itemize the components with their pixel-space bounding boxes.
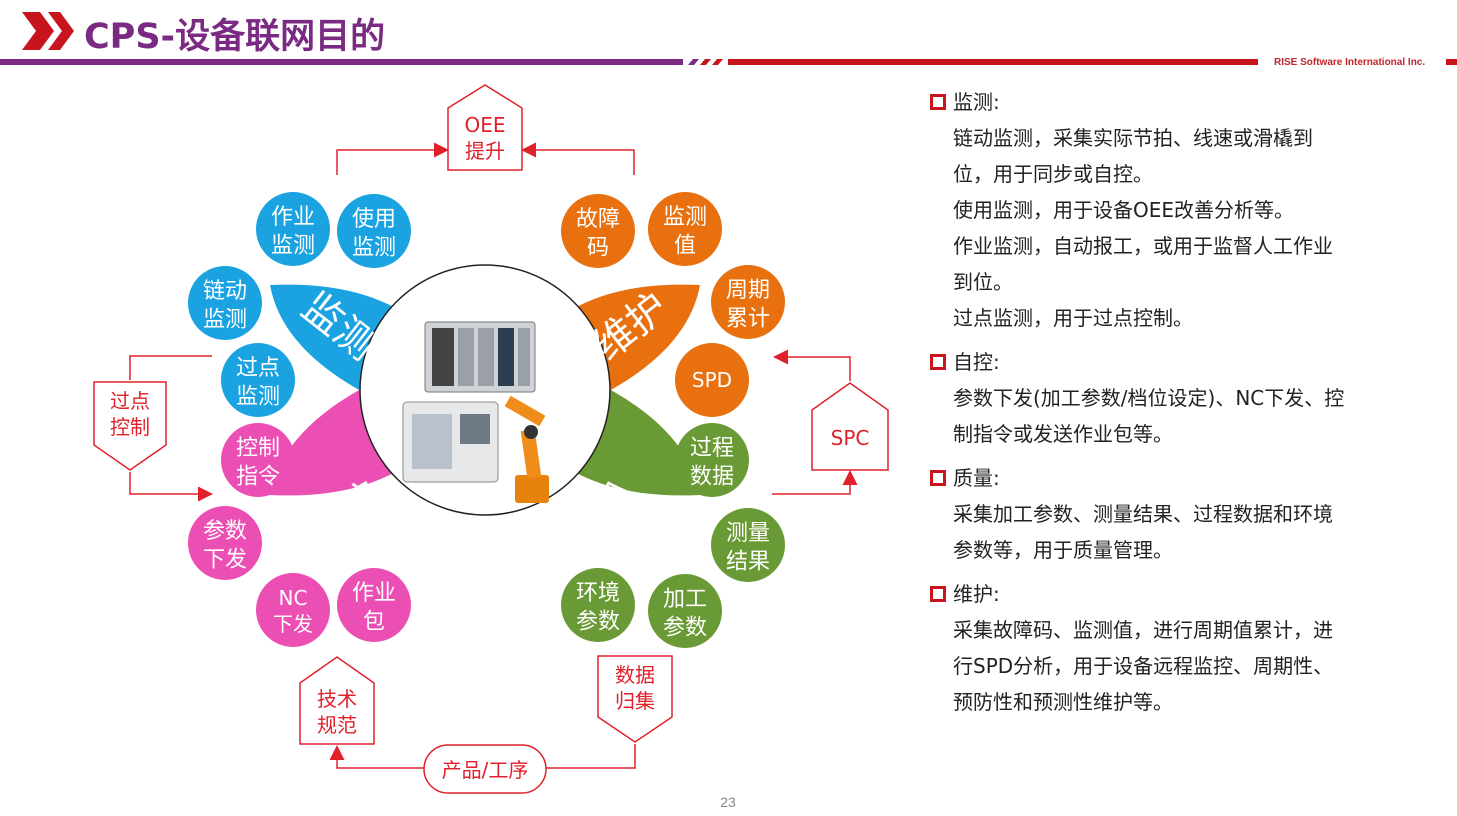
company-name: RISE Software International Inc.: [1274, 57, 1426, 68]
callout-tech: 技术规范: [317, 687, 357, 737]
callout-spc-shape: [811, 382, 889, 471]
arrow-oee-left: [336, 142, 449, 175]
bubble-checkpoint-monitor: [221, 343, 295, 417]
bubble-measure-result: [711, 508, 785, 582]
double-chevron-icon: [22, 12, 74, 50]
bubble-cycle-accum: [711, 265, 785, 339]
bubble-text: 故障码: [576, 207, 620, 261]
header-underline-red: [728, 59, 1258, 65]
header-underline-purple: [0, 59, 683, 65]
callout-tech-shape: [299, 656, 375, 745]
bubble-spd: [675, 343, 749, 417]
square-bullet-icon: [930, 354, 946, 370]
bubble-text: 周期累计: [726, 278, 770, 332]
bubble-nc-download: [256, 573, 330, 647]
section-line: 作业监测，自动报工，或用于监督人工作业到位。: [953, 234, 1333, 294]
bubble-text: 作业监测: [271, 205, 315, 259]
bubble-process-data: [675, 423, 749, 497]
description-panel: 监测: 链动监测，采集实际节拍、线速或滑橇到位，用于同步或自控。 使用监测，用于…: [928, 84, 1348, 728]
square-bullet-icon: [930, 470, 946, 486]
header-end-mark: [1446, 59, 1457, 65]
callout-checkpoint: 过点控制: [110, 389, 150, 439]
plc-cabinet-image: [424, 321, 536, 393]
arrow-checkpoint-in: [129, 355, 212, 380]
bubble-process-param: [648, 574, 722, 648]
bubble-text: 参数下发: [203, 519, 247, 573]
section-title: 质量:: [953, 466, 1000, 490]
bubble-text: 控制指令: [236, 436, 280, 490]
section-line: 链动监测，采集实际节拍、线速或滑橇到位，用于同步或自控。: [953, 126, 1313, 186]
page-title: CPS-设备联网目的: [84, 17, 386, 57]
cnc-machine-image: [402, 401, 499, 483]
bubble-text: 过点监测: [236, 356, 280, 410]
arrow-tech: [329, 745, 426, 769]
arrow-checkpoint-out: [129, 472, 213, 502]
arrow-data: [546, 744, 636, 769]
header-bar: [0, 12, 1457, 65]
callout-product: 产品/工序: [442, 758, 529, 782]
callout-product-shape: [423, 744, 547, 794]
section-line: 使用监测，用于设备OEE改善分析等。: [953, 198, 1295, 222]
bubble-chain-monitor: [188, 266, 262, 340]
section-maintain: 维护: 采集故障码、监测值，进行周期值累计，进行SPD分析，用于设备远程监控、周…: [928, 576, 1348, 720]
arrow-oee-right: [521, 142, 635, 175]
section-line: 采集故障码、监测值，进行周期值累计，进行SPD分析，用于设备远程监控、周期性、预…: [953, 618, 1334, 714]
bubble-text: 环境参数: [576, 581, 620, 635]
robot-arm-image: [504, 395, 549, 503]
callout-spc: SPC: [831, 426, 870, 450]
callout-data-shape: [597, 655, 673, 743]
page-number: 23: [720, 794, 736, 810]
section-title: 自控:: [953, 350, 1000, 374]
bubble-work-monitor: [256, 192, 330, 266]
bubble-work-package: [337, 568, 411, 642]
square-bullet-icon: [930, 94, 946, 110]
section-quality: 质量: 采集加工参数、测量结果、过程数据和环境参数等，用于质量管理。: [928, 460, 1348, 568]
arrow-spc-out: [773, 349, 851, 381]
callout-checkpoint-shape: [93, 381, 167, 471]
bubble-control-cmd: [221, 423, 295, 497]
section-line: 过点监测，用于过点控制。: [953, 306, 1193, 330]
bubble-fault-code: [561, 194, 635, 268]
section-line: 采集加工参数、测量结果、过程数据和环境参数等，用于质量管理。: [953, 502, 1333, 562]
arrow-spc-in: [772, 470, 858, 495]
header-underline-stripes: [688, 59, 723, 65]
section-control: 自控: 参数下发(加工参数/档位设定)、NC下发、控制指令或发送作业包等。: [928, 344, 1348, 452]
bubble-text: 链动监测: [203, 279, 247, 333]
bubble-param-download: [188, 506, 262, 580]
bubble-text: 监测值: [663, 205, 707, 259]
cps-diagram: 监测 维护 自控 质量 作业监测 使用监测 链动监测 过点监测 故障码 监测值 …: [93, 84, 889, 794]
bubble-text: 测量结果: [726, 521, 770, 575]
section-title: 维护:: [953, 582, 1000, 606]
section-title: 监测:: [953, 90, 1000, 114]
section-monitor: 监测: 链动监测，采集实际节拍、线速或滑橇到位，用于同步或自控。 使用监测，用于…: [928, 84, 1348, 336]
section-line: 参数下发(加工参数/档位设定)、NC下发、控制指令或发送作业包等。: [953, 386, 1345, 446]
bubble-text: 过程数据: [690, 436, 734, 490]
bubble-text: 加工参数: [663, 587, 707, 641]
bubble-monitor-value: [648, 192, 722, 266]
bubble-text: 使用监测: [352, 207, 396, 261]
bubble-usage-monitor: [337, 194, 411, 268]
callout-data: 数据归集: [615, 663, 655, 713]
bubble-text: SPD: [692, 368, 732, 392]
bubble-text: 作业包: [352, 581, 396, 635]
square-bullet-icon: [930, 586, 946, 602]
callout-oee-shape: [447, 84, 523, 171]
bubble-env-param: [561, 568, 635, 642]
